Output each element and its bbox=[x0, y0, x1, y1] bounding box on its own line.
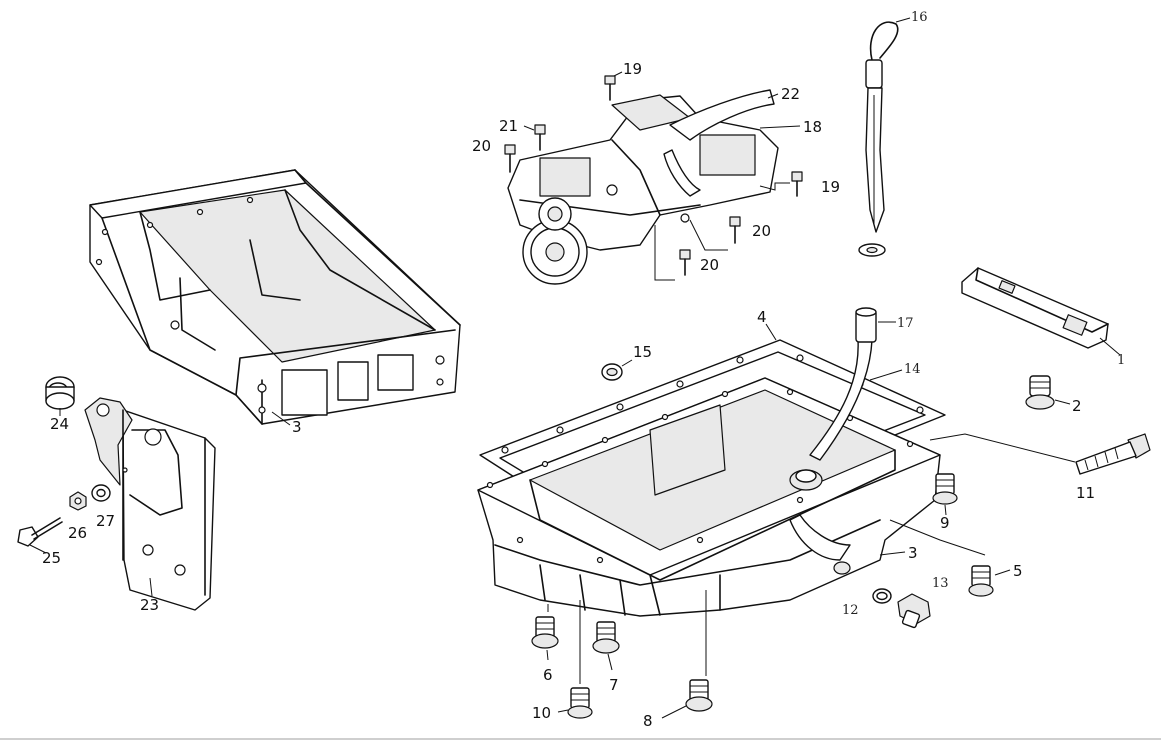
callout-24-bushing: 24 bbox=[50, 415, 69, 433]
callout-17-tube-end: 17 bbox=[897, 316, 914, 331]
callout-3-frame: 3 bbox=[292, 418, 302, 436]
callout-15-clip: 15 bbox=[633, 343, 652, 361]
part-20-bolt-left: 20 bbox=[472, 137, 516, 173]
callout-23-bracket: 23 bbox=[140, 596, 159, 614]
callout-8-bolt: 8 bbox=[643, 712, 653, 730]
part-3-oil-pan: 3 bbox=[477, 377, 941, 617]
callout-18-oil-pump: 18 bbox=[803, 118, 822, 136]
part-1-baffle-plate: 1 bbox=[961, 267, 1125, 368]
part-23-bracket: 23 bbox=[84, 397, 216, 614]
part-7-bolt: 7 bbox=[592, 621, 620, 694]
callout-3-oil-pan: 3 bbox=[908, 544, 918, 562]
part-11-long-bolt: 11 bbox=[929, 433, 1151, 502]
dipstick-seal bbox=[858, 243, 886, 257]
part-3-ladder-frame: 3 bbox=[89, 169, 461, 436]
part-21-bolt: 21 bbox=[499, 117, 546, 151]
part-19-bolt-top: 19 bbox=[604, 60, 642, 101]
callout-19-right: 19 bbox=[821, 178, 840, 196]
part-15-clip: 15 bbox=[601, 343, 652, 381]
part-12-washer: 12 bbox=[842, 588, 892, 618]
callout-10-bolt: 10 bbox=[532, 704, 551, 722]
callout-11-bolt: 11 bbox=[1076, 484, 1095, 502]
callout-9-bolt: 9 bbox=[940, 514, 950, 532]
callout-5-bolt: 5 bbox=[1013, 562, 1023, 580]
part-26-nut: 26 bbox=[68, 491, 87, 542]
callout-16-dipstick: 16 bbox=[911, 10, 928, 25]
part-24-bushing: 24 bbox=[45, 376, 75, 433]
part-9-bolt: 9 bbox=[932, 473, 958, 532]
part-8-bolt: 8 bbox=[643, 590, 713, 730]
callout-21-bolt: 21 bbox=[499, 117, 518, 135]
callout-27-washer: 27 bbox=[96, 512, 115, 530]
part-2-plug: 2 bbox=[1025, 375, 1082, 415]
callout-6-bolt: 6 bbox=[543, 666, 553, 684]
part-14-dipstick-tube: 14 17 bbox=[789, 307, 921, 491]
callout-19-top: 19 bbox=[623, 60, 642, 78]
callout-2-plug: 2 bbox=[1072, 397, 1082, 415]
callout-4-gasket: 4 bbox=[757, 308, 767, 326]
part-25-bolt: 25 bbox=[17, 517, 63, 567]
callout-7-bolt: 7 bbox=[609, 676, 619, 694]
part-19-bolt-right: 19 bbox=[759, 171, 840, 197]
callout-13-drain-plug: 13 bbox=[932, 576, 949, 591]
callout-20-right: 20 bbox=[752, 222, 771, 240]
part-5-bolt: 5 bbox=[889, 519, 1023, 597]
part-13-drain-plug: 13 bbox=[897, 576, 949, 629]
callout-14-tube: 14 bbox=[904, 362, 921, 377]
part-20-bolt-right: 20 bbox=[689, 216, 771, 251]
part-20-bolt-bottom: 20 bbox=[654, 225, 719, 281]
part-18-oil-pump: 18 22 bbox=[507, 85, 822, 285]
part-27-washer: 27 bbox=[91, 484, 115, 530]
callout-20-left: 20 bbox=[472, 137, 491, 155]
callout-20-bottom: 20 bbox=[700, 256, 719, 274]
part-6-bolt: 6 bbox=[531, 604, 559, 684]
callout-1-baffle: 1 bbox=[1117, 353, 1125, 368]
part-16-dipstick: 16 bbox=[865, 10, 928, 233]
callout-25-bolt: 25 bbox=[42, 549, 61, 567]
part-10-bolt: 10 bbox=[532, 600, 593, 722]
callout-26-nut: 26 bbox=[68, 524, 87, 542]
callout-22-pickup-tube: 22 bbox=[781, 85, 800, 103]
callout-12-washer: 12 bbox=[842, 603, 859, 618]
